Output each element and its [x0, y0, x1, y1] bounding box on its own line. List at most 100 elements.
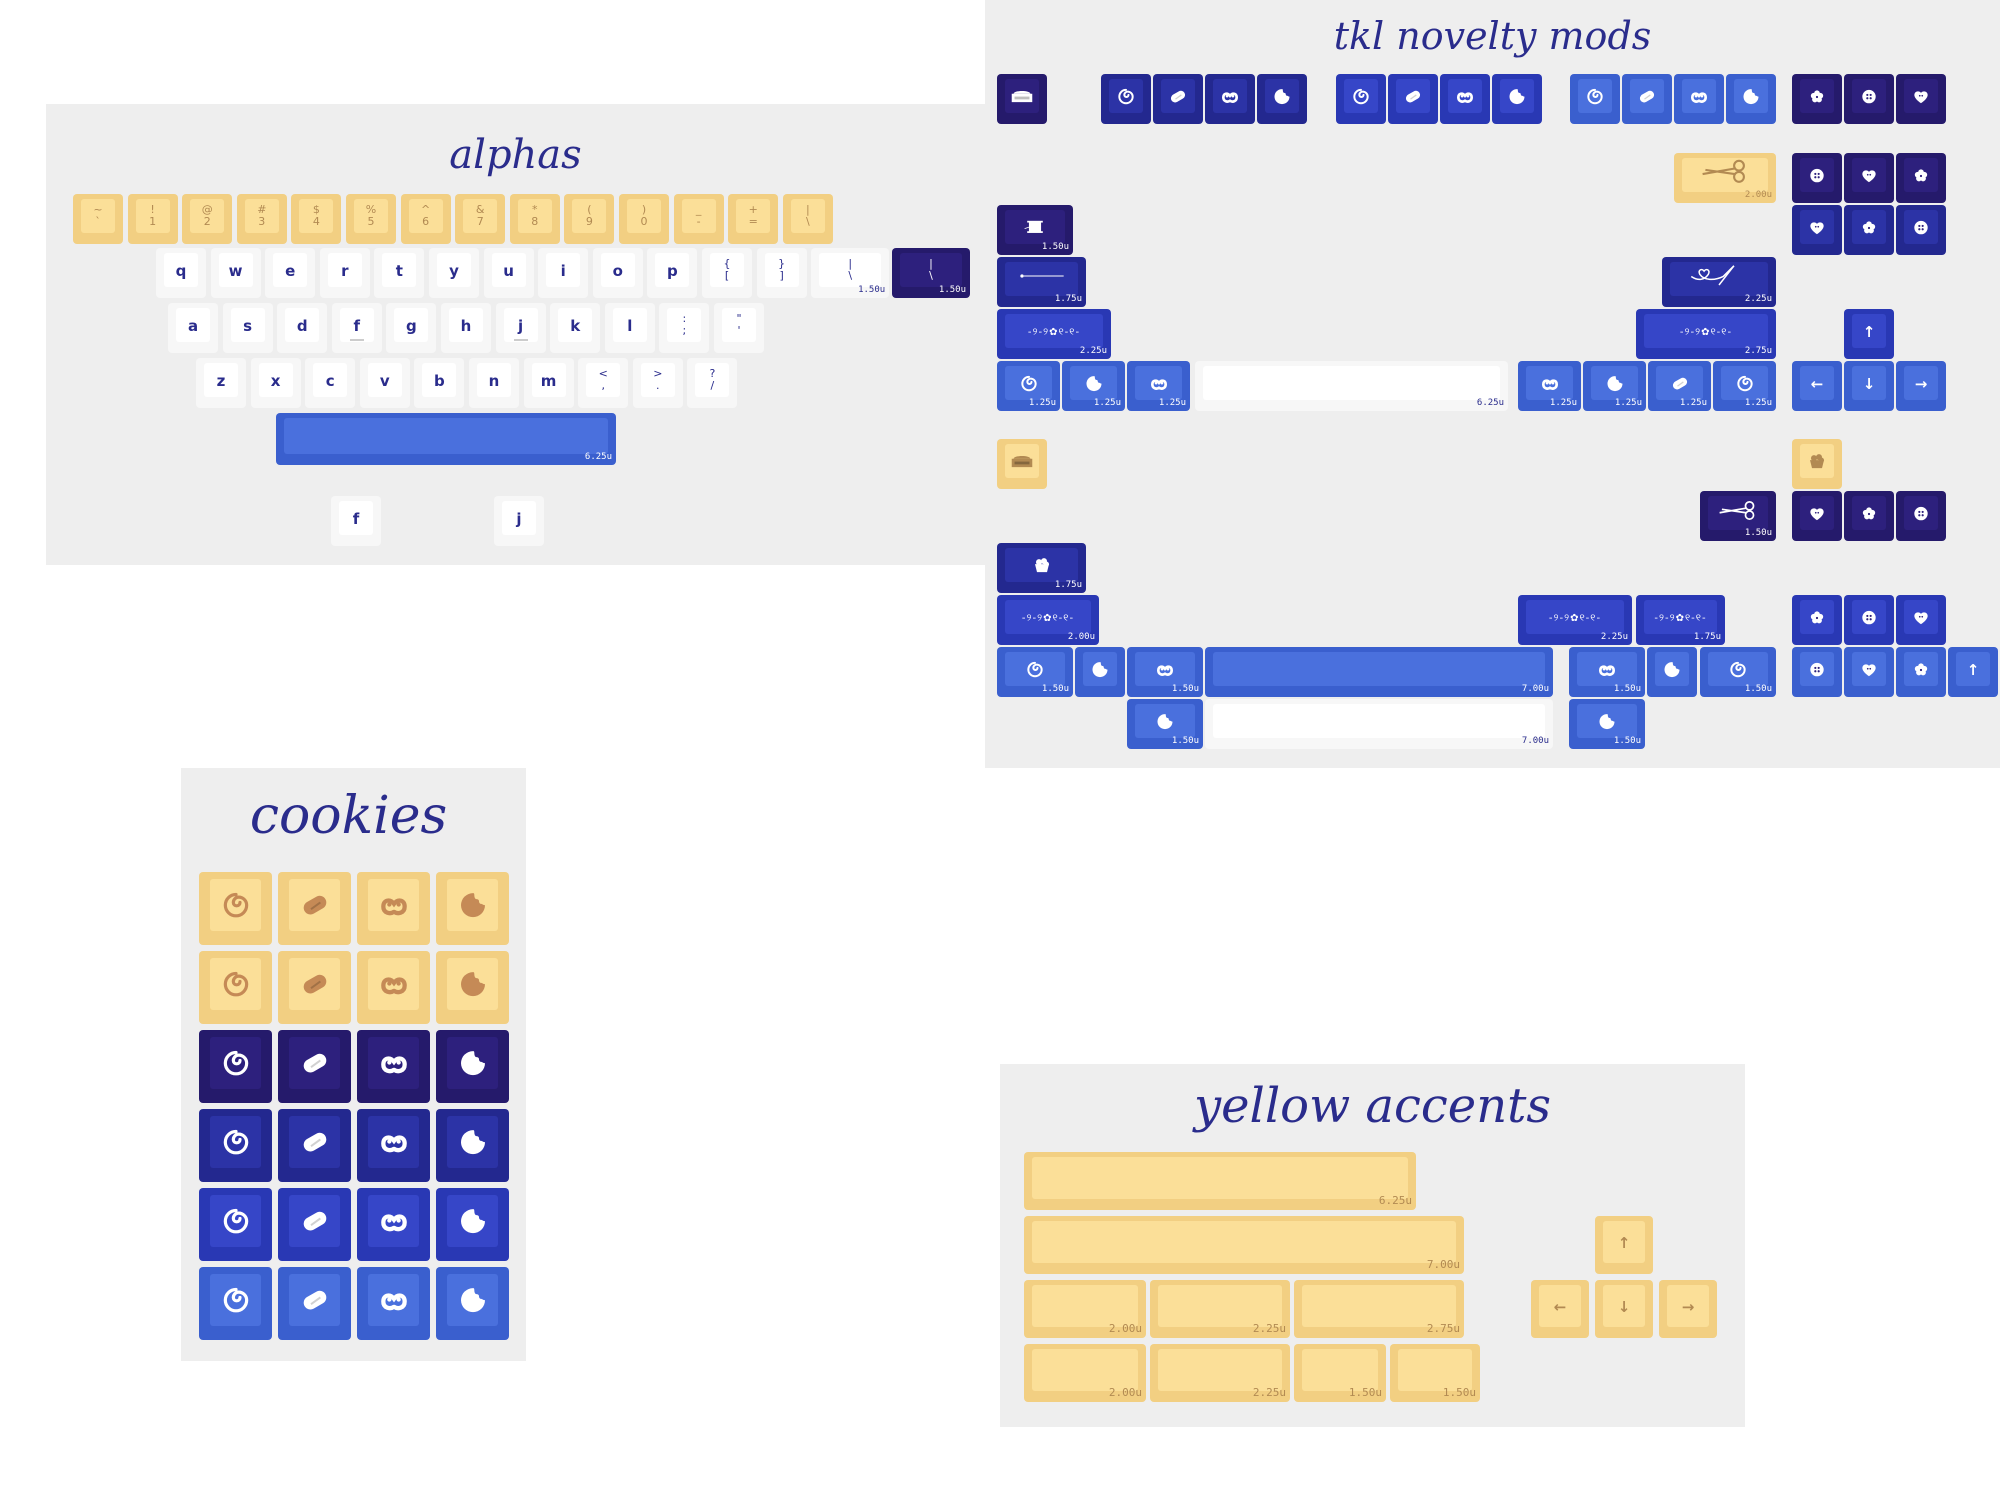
arrow-down-key-yellow[interactable]: ↓: [1595, 1280, 1653, 1338]
backslash-key[interactable]: | \1.50u: [811, 248, 890, 298]
letter-key[interactable]: q: [156, 248, 206, 298]
letter-key[interactable]: t: [374, 248, 425, 298]
lshift-key[interactable]: -୨-୨✿୧-୧-2.25u: [997, 309, 1111, 359]
nav-key[interactable]: [1896, 205, 1946, 255]
cookie-key[interactable]: [278, 1188, 351, 1261]
letter-key[interactable]: l: [604, 303, 655, 353]
letter-key[interactable]: u: [483, 248, 534, 298]
enter-key[interactable]: 2.25u: [1662, 257, 1776, 307]
cookie-key[interactable]: [199, 1188, 272, 1261]
f-key[interactable]: [1570, 74, 1620, 124]
nav-key[interactable]: [1844, 205, 1894, 255]
rshift-key[interactable]: -୨-୨✿୧-୧-2.75u: [1636, 309, 1776, 359]
f-key[interactable]: [1844, 74, 1894, 124]
arrow-right-key-yellow[interactable]: →: [1659, 1280, 1717, 1338]
cookie-key[interactable]: [199, 1109, 272, 1182]
letter-key[interactable]: i: [538, 248, 589, 298]
letter-key[interactable]: e: [265, 248, 316, 298]
backslash-key-navy[interactable]: | \1.50u: [892, 248, 970, 298]
spacebar-625[interactable]: 6.25u: [1195, 361, 1508, 411]
number-key[interactable]: @2: [182, 194, 233, 244]
spacebar-700-yellow[interactable]: 7.00u: [1024, 1216, 1464, 1274]
nav-key[interactable]: [1792, 153, 1842, 203]
shift-key-yellow[interactable]: 2.25u: [1150, 1280, 1290, 1338]
number-key[interactable]: _-: [673, 194, 724, 244]
nav-key[interactable]: [1896, 491, 1946, 541]
nav-key[interactable]: [1792, 647, 1842, 697]
mod-key[interactable]: 1.50u: [997, 647, 1073, 697]
letter-key[interactable]: f: [331, 303, 382, 353]
rshift-key-175[interactable]: -୨-୨✿୧-୧-1.75u: [1636, 595, 1725, 645]
letter-key[interactable]: y: [429, 248, 479, 298]
cookie-key[interactable]: [199, 872, 272, 945]
letter-key[interactable]: < ,: [578, 358, 629, 408]
letter-key[interactable]: > .: [632, 358, 683, 408]
number-key[interactable]: !1: [127, 194, 178, 244]
letter-key[interactable]: : ;: [659, 303, 710, 353]
spacebar-700[interactable]: 7.00u: [1205, 647, 1553, 697]
arrow-left-key[interactable]: ←: [1792, 361, 1842, 411]
nav-key[interactable]: [1792, 491, 1842, 541]
arrow-up-key[interactable]: ↑: [1844, 309, 1894, 359]
backspace-key-alt[interactable]: 1.50u: [1700, 491, 1776, 541]
letter-key[interactable]: p: [647, 248, 698, 298]
cookie-key[interactable]: [436, 1030, 509, 1103]
number-key[interactable]: *8: [509, 194, 560, 244]
f-key[interactable]: [1896, 74, 1946, 124]
cookie-key[interactable]: [436, 951, 509, 1024]
f-key[interactable]: [1726, 74, 1776, 124]
shift-key-yellow[interactable]: 2.00u: [1024, 1280, 1146, 1338]
mod-key[interactable]: 1.25u: [1062, 361, 1125, 411]
number-key[interactable]: #3: [236, 194, 287, 244]
f-key[interactable]: [1205, 74, 1255, 124]
cookie-key[interactable]: [199, 1030, 272, 1103]
number-key[interactable]: +=: [728, 194, 779, 244]
arrow-up-key-alt[interactable]: ↑: [1948, 647, 1998, 697]
mod-key-yellow[interactable]: 1.50u: [1390, 1344, 1480, 1402]
shift-key-yellow[interactable]: 2.75u: [1294, 1280, 1464, 1338]
spacebar-625-yellow[interactable]: 6.25u: [1024, 1152, 1416, 1210]
nav-key[interactable]: [1844, 491, 1894, 541]
letter-key[interactable]: m: [523, 358, 574, 408]
mod-key[interactable]: 1.25u: [1518, 361, 1581, 411]
number-key[interactable]: (9: [564, 194, 615, 244]
f-key[interactable]: [1257, 74, 1307, 124]
mod-key[interactable]: 1.50u: [1569, 647, 1645, 697]
arrow-down-key[interactable]: ↓: [1844, 361, 1894, 411]
esc-key-yellow[interactable]: [997, 439, 1047, 489]
mod-key-yellow[interactable]: 2.25u: [1150, 1344, 1290, 1402]
mod-key[interactable]: 1.50u: [1127, 647, 1203, 697]
mod-key[interactable]: 1.25u: [1583, 361, 1646, 411]
letter-key[interactable]: } ]: [756, 248, 807, 298]
rshift-key-225[interactable]: -୨-୨✿୧-୧-2.25u: [1518, 595, 1632, 645]
mod-key[interactable]: 1.25u: [1127, 361, 1190, 411]
cookie-key[interactable]: [278, 951, 351, 1024]
f-key[interactable]: [1674, 74, 1724, 124]
letter-key[interactable]: a: [168, 303, 218, 353]
cookie-key[interactable]: [436, 1109, 509, 1182]
mod-key[interactable]: 1.50u: [1700, 647, 1776, 697]
cookie-key[interactable]: [199, 951, 272, 1024]
cookie-key[interactable]: [357, 872, 430, 945]
cookie-key[interactable]: [436, 872, 509, 945]
f-key[interactable]: [1388, 74, 1438, 124]
letter-key[interactable]: n: [469, 358, 519, 408]
arrow-up-key-yellow[interactable]: ↑: [1595, 1216, 1653, 1274]
arrow-right-key[interactable]: →: [1896, 361, 1946, 411]
spacebar-625[interactable]: 6.25u: [276, 413, 616, 465]
letter-key[interactable]: j: [495, 303, 546, 353]
mod-key[interactable]: 1.25u: [997, 361, 1060, 411]
letter-key[interactable]: ? /: [687, 358, 738, 408]
nav-key[interactable]: [1844, 647, 1894, 697]
letter-key[interactable]: c: [305, 358, 356, 408]
mod-key-yellow[interactable]: 1.50u: [1294, 1344, 1386, 1402]
cookie-key[interactable]: [436, 1188, 509, 1261]
f-key[interactable]: [1792, 74, 1842, 124]
nav-key[interactable]: [1792, 205, 1842, 255]
number-key[interactable]: )0: [619, 194, 669, 244]
tab-key[interactable]: 1.50u: [997, 205, 1073, 255]
letter-key[interactable]: d: [277, 303, 328, 353]
letter-key[interactable]: o: [592, 248, 643, 298]
letter-key[interactable]: r: [319, 248, 370, 298]
cookie-key[interactable]: [199, 1267, 272, 1340]
